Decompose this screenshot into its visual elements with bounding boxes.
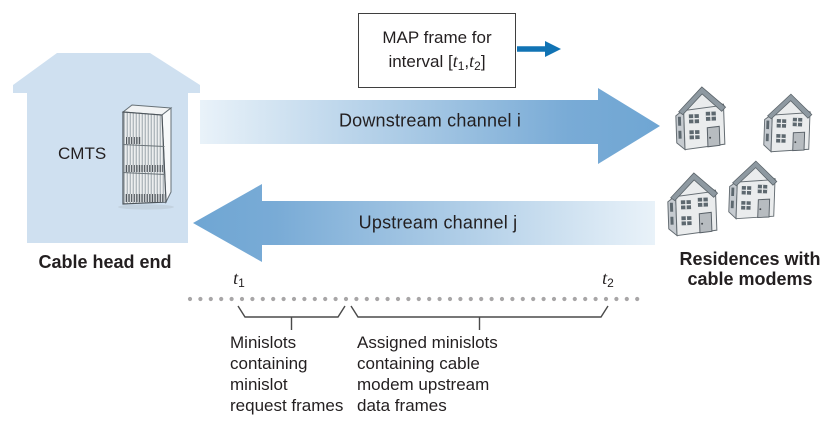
upstream-channel-label: Upstream channel j [358, 212, 518, 233]
map-frame-line1: MAP frame for [382, 28, 492, 48]
residence-house-icon [674, 85, 728, 151]
downstream-channel-arrow [200, 88, 660, 164]
residence-house-icon [727, 159, 779, 221]
brace-assigned-minislots [350, 305, 609, 330]
cmts-rack-icon [118, 104, 174, 210]
residences-caption: Residences with cable modems [679, 249, 821, 289]
map-frame-arrow-icon [517, 41, 561, 57]
assigned-minislots-annotation: Assigned minislots containing cable mode… [357, 333, 498, 415]
brace-request-minislots [237, 305, 346, 330]
timeline-t1-label: t1 [233, 268, 245, 290]
residence-house-icon [762, 92, 814, 154]
cable-head-end-caption: Cable head end [38, 252, 172, 272]
map-frame-box: MAP frame for interval [t1,t2] [358, 13, 516, 88]
upstream-channel-arrow [193, 184, 655, 262]
map-frame-line2: interval [t1,t2] [388, 50, 486, 73]
head-end-building [13, 53, 200, 243]
cmts-label: CMTS [58, 144, 107, 163]
downstream-channel-label: Downstream channel i [338, 110, 522, 131]
request-minislots-annotation: Minislots containing minislot request fr… [230, 333, 344, 415]
timeline-t2-label: t2 [602, 268, 614, 290]
residence-house-icon [666, 171, 720, 237]
